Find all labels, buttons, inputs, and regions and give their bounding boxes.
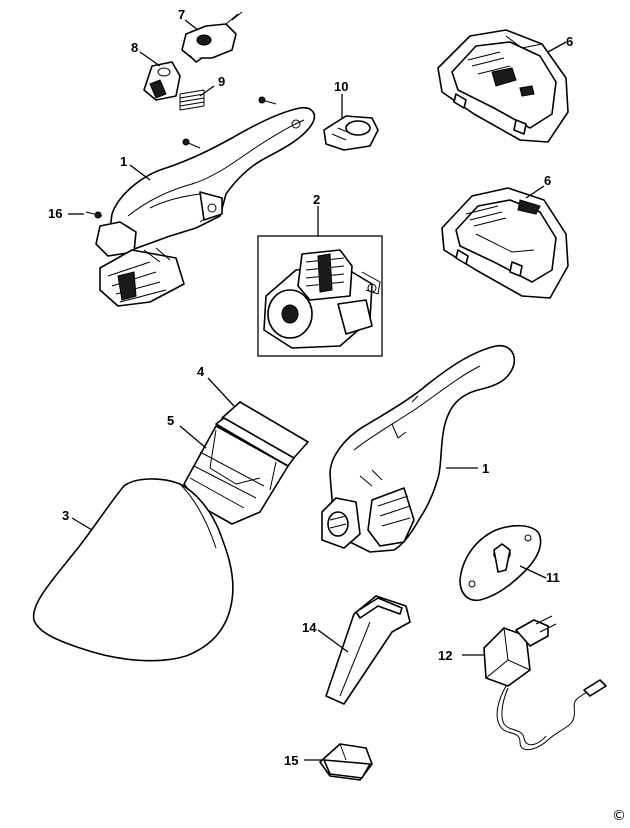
leader-6b xyxy=(525,185,545,199)
callout-6a: 6 xyxy=(566,34,573,49)
callout-9: 9 xyxy=(218,74,225,89)
leader-14 xyxy=(317,629,349,653)
part-screw-mid xyxy=(182,138,201,149)
part-1-housing-top xyxy=(95,106,316,307)
callout-3: 3 xyxy=(62,508,69,523)
leader-8 xyxy=(139,51,161,67)
part-5-filter xyxy=(183,425,289,525)
part-screw-top xyxy=(258,96,277,105)
callout-2: 2 xyxy=(313,192,320,207)
callout-1b: 1 xyxy=(482,461,489,476)
part-6-cover-bottom xyxy=(441,187,569,299)
part-7-switch xyxy=(181,11,243,63)
part-4-filter-ring xyxy=(215,401,309,467)
callout-15: 15 xyxy=(284,753,298,768)
leader-11 xyxy=(519,565,547,579)
part-2-motor-box xyxy=(257,235,383,357)
callout-10: 10 xyxy=(334,79,348,94)
callout-6b: 6 xyxy=(544,173,551,188)
part-9-spring xyxy=(179,89,205,111)
callout-4: 4 xyxy=(197,364,205,379)
leader-4 xyxy=(207,377,235,407)
part-14-crevice-tool xyxy=(325,595,411,705)
part-15-brush-tool xyxy=(319,743,373,781)
part-11-wall-bracket xyxy=(459,524,542,602)
leader-9 xyxy=(199,85,215,97)
leader-6a xyxy=(547,41,567,53)
part-10-clip xyxy=(323,115,379,151)
callout-16: 16 xyxy=(48,206,62,221)
part-12-charger xyxy=(483,615,607,751)
callout-11: 11 xyxy=(546,570,560,585)
callout-12: 12 xyxy=(438,648,452,663)
part-6-cover-top xyxy=(437,29,569,143)
leader-5 xyxy=(179,425,207,449)
copyright-mark: © xyxy=(612,808,626,824)
callout-1a: 1 xyxy=(120,154,127,169)
part-8-button xyxy=(143,61,181,101)
part-3-bowl xyxy=(32,478,234,662)
callout-14: 14 xyxy=(302,620,317,635)
leader-1a xyxy=(129,164,151,181)
callout-8: 8 xyxy=(131,40,138,55)
part-16-screw xyxy=(85,211,103,219)
part-1-housing-main xyxy=(321,344,516,553)
leader-7 xyxy=(184,19,199,31)
callout-7: 7 xyxy=(178,7,185,22)
callout-5: 5 xyxy=(167,413,174,428)
leader-3 xyxy=(71,517,93,531)
